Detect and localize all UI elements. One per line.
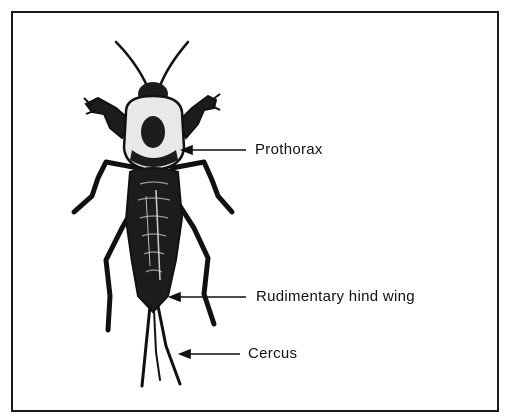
label-prothorax: Prothorax bbox=[255, 141, 323, 158]
label-rudimentary-hind-wing: Rudimentary hind wing bbox=[256, 288, 415, 305]
antennae bbox=[116, 42, 188, 86]
abdomen bbox=[126, 168, 182, 312]
pointer-lines bbox=[170, 146, 246, 358]
cerci bbox=[142, 306, 180, 386]
head-and-prothorax bbox=[124, 82, 184, 170]
label-cercus: Cercus bbox=[248, 345, 297, 362]
